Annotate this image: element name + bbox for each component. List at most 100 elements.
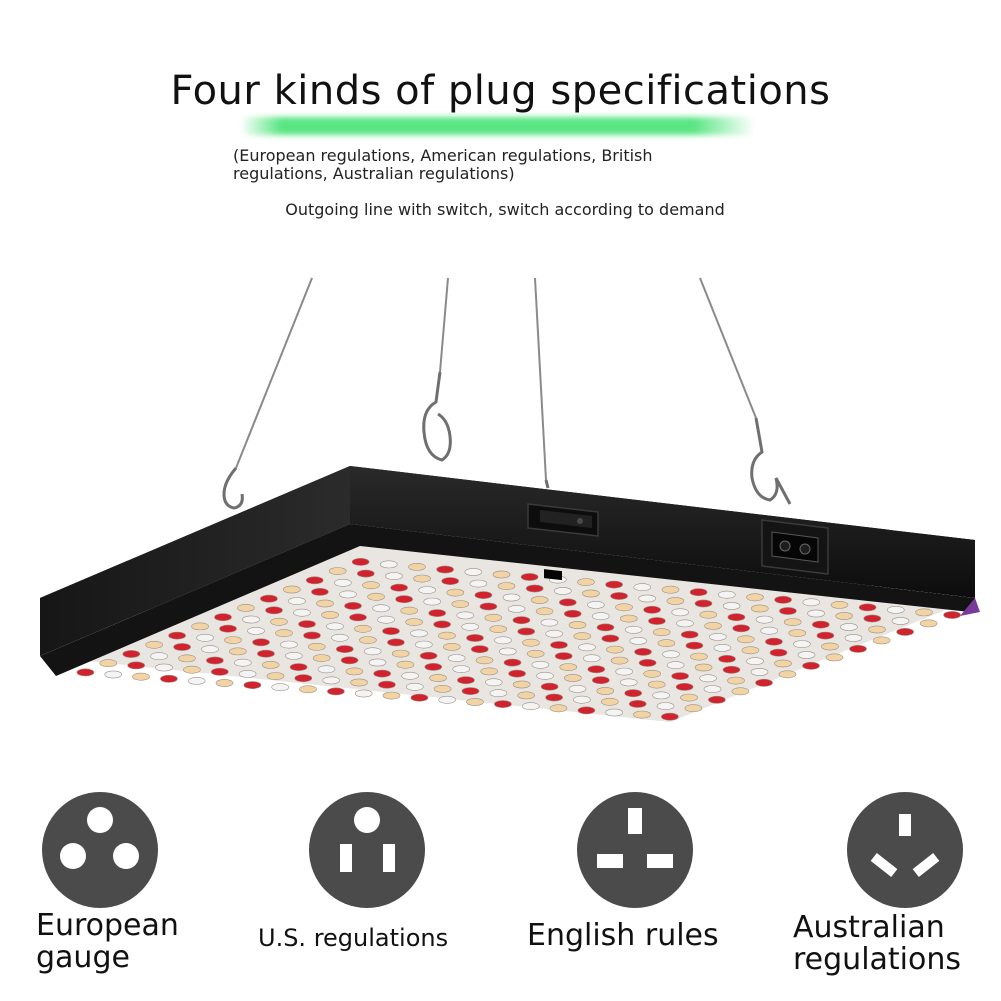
led [633, 583, 652, 592]
led [305, 576, 324, 585]
european-plug-icon [42, 792, 158, 908]
hanging-hooks [222, 371, 792, 510]
led [257, 649, 275, 658]
led [891, 617, 910, 625]
led [727, 613, 746, 622]
led [746, 593, 764, 602]
led [442, 643, 461, 651]
led [680, 630, 699, 639]
led [643, 669, 662, 678]
led [760, 626, 779, 635]
led [289, 663, 308, 671]
led [498, 647, 517, 656]
led [628, 700, 647, 708]
led [395, 595, 413, 604]
led [372, 604, 390, 613]
led [400, 606, 419, 615]
led [605, 580, 623, 589]
hanging-wires [235, 277, 757, 481]
led [201, 645, 219, 654]
australian-plug-label: Australian regulations [793, 912, 961, 976]
panel-left-face [40, 466, 350, 656]
led [652, 691, 670, 700]
led [470, 645, 489, 654]
led [469, 579, 488, 588]
led [433, 620, 451, 629]
led [316, 599, 334, 608]
led [578, 643, 596, 652]
led [531, 660, 550, 669]
led [385, 572, 403, 580]
led [206, 656, 224, 665]
uk-plug-label-line1: English rules [527, 918, 719, 953]
led [943, 611, 961, 619]
led [896, 628, 914, 636]
led [708, 695, 726, 704]
led [755, 615, 774, 624]
led [362, 581, 380, 590]
led [237, 604, 255, 612]
led [331, 633, 349, 642]
led [746, 657, 764, 666]
led [512, 680, 531, 689]
led [512, 616, 531, 625]
led [577, 706, 596, 715]
led [401, 671, 419, 680]
led [350, 678, 368, 687]
led [160, 674, 178, 683]
led [774, 595, 792, 604]
led [479, 602, 498, 611]
led [242, 615, 260, 624]
led [502, 593, 521, 602]
led [424, 663, 443, 671]
led [703, 685, 722, 693]
led [657, 639, 676, 648]
led [466, 634, 484, 642]
australian-plug [845, 790, 965, 910]
led [429, 674, 447, 682]
led [173, 643, 191, 651]
led [690, 652, 708, 661]
led [540, 618, 559, 627]
led [428, 609, 447, 617]
led [76, 668, 95, 677]
led [373, 669, 392, 678]
led [591, 676, 610, 685]
led [155, 663, 173, 672]
led [633, 710, 651, 719]
led [433, 685, 452, 693]
led [624, 689, 643, 698]
led [778, 670, 797, 679]
led [298, 620, 316, 628]
led [835, 612, 854, 620]
led [671, 672, 689, 680]
led [638, 594, 657, 603]
led-array [76, 558, 961, 721]
led [652, 628, 671, 637]
led [554, 652, 573, 660]
led [282, 585, 301, 594]
led [685, 641, 704, 650]
led [438, 631, 456, 640]
led [863, 614, 882, 623]
led [507, 605, 526, 613]
led [647, 680, 666, 689]
led [656, 702, 675, 710]
led [671, 608, 690, 617]
led [596, 623, 615, 632]
led [605, 708, 624, 717]
led [774, 659, 792, 668]
switch-note: Outgoing line with switch, switch accord… [285, 200, 725, 219]
led [536, 671, 554, 680]
led [553, 587, 572, 595]
european-plug [40, 790, 160, 910]
led [418, 586, 437, 594]
led [661, 585, 680, 594]
led [661, 712, 679, 721]
led [755, 678, 773, 687]
led [196, 633, 214, 642]
led [238, 670, 257, 678]
power-switch[interactable] [527, 503, 599, 581]
led [321, 611, 339, 619]
led [270, 617, 288, 626]
